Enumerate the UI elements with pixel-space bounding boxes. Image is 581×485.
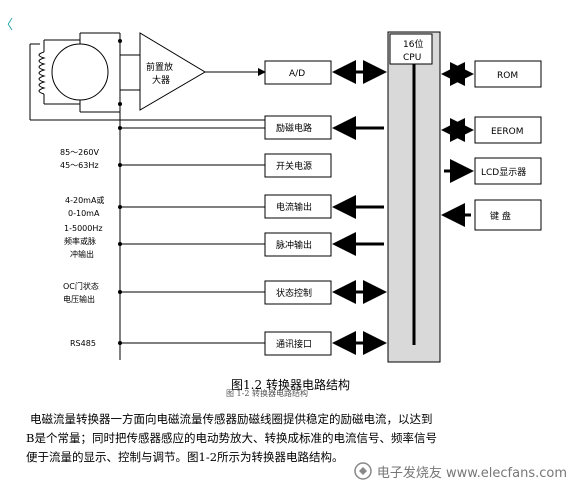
watermark-text: 电子发烧友 www.elecfans.com — [376, 465, 567, 481]
keyboard-label: 键 盘 — [490, 210, 511, 222]
eerom-box — [474, 116, 542, 144]
paragraph-line-3: 便于流量的显示、控制与调节。图1-2所示为转换器电路结构。 — [26, 450, 344, 464]
eerom-label: EEROM — [491, 127, 523, 137]
cpu-label-1: 16位 — [403, 38, 423, 50]
converter-circuit-diagram: 前置放 大器 16位 CPU A/D 励磁电路 开关电源 电流输出 脉冲输出 状… — [29, 31, 542, 363]
lcd-box — [474, 157, 542, 185]
rom-label: ROM — [497, 71, 518, 81]
excitation-label: 励磁电路 — [276, 122, 312, 134]
input-current-1: 4-20mA或 — [65, 195, 104, 205]
input-pulse-1: 1-5000Hz — [64, 224, 103, 233]
status-ctrl-label: 状态控制 — [276, 287, 312, 299]
ad-box — [264, 60, 332, 85]
caption-ghost: 图 1-2 转换器电路结构 — [226, 389, 308, 398]
input-power-2: 45～63Hz — [60, 161, 99, 170]
watermark: 电子发烧友 www.elecfans.com — [353, 461, 567, 481]
caption-text: 图1.2 转换器电路结构 — [231, 378, 350, 392]
ad-label: A/D — [289, 69, 305, 79]
pulse-out-label: 脉冲输出 — [276, 239, 312, 251]
body-paragraph: 电磁流量转换器一方面向电磁流量传感器励磁线圈提供稳定的励磁电流，以达到 B是个常… — [26, 410, 570, 467]
watermark-logo-icon — [354, 462, 372, 480]
excitation-coil — [38, 39, 80, 105]
input-status-2: 电压输出 — [63, 294, 95, 304]
keyboard-box — [474, 199, 542, 231]
rom-box — [474, 60, 542, 88]
figure-caption: 图1.2 转换器电路结构 图 1-2 转换器电路结构 — [0, 376, 581, 398]
cpu-label-2: CPU — [403, 53, 421, 63]
preamp-label-1: 前置放 — [146, 61, 173, 73]
input-rs485: RS485 — [70, 339, 96, 348]
comm-if-label: 通讯接口 — [276, 338, 312, 350]
input-status-1: OC门状态 — [63, 281, 99, 291]
switching-ps-label: 开关电源 — [276, 160, 312, 172]
lcd-label: LCD显示器 — [481, 167, 526, 178]
sensor-tube — [51, 43, 109, 101]
input-pulse-3: 冲输出 — [70, 249, 94, 259]
corner-mark: 〈 — [0, 18, 14, 33]
current-out-label: 电流输出 — [276, 201, 312, 213]
input-current-2: 0-10mA — [68, 209, 100, 218]
preamp-label-2: 大器 — [152, 74, 170, 86]
paragraph-line-2: B是个常量；同时把传感器感应的电动势放大、转换成标准的电流信号、频率信号 — [26, 431, 437, 445]
paragraph-line-1: 电磁流量转换器一方面向电磁流量传感器励磁线圈提供稳定的励磁电流，以达到 — [30, 412, 433, 426]
input-pulse-2: 频率或脉 — [64, 236, 96, 246]
preamp-triangle — [139, 32, 206, 111]
input-power-1: 85～260V — [60, 148, 99, 157]
